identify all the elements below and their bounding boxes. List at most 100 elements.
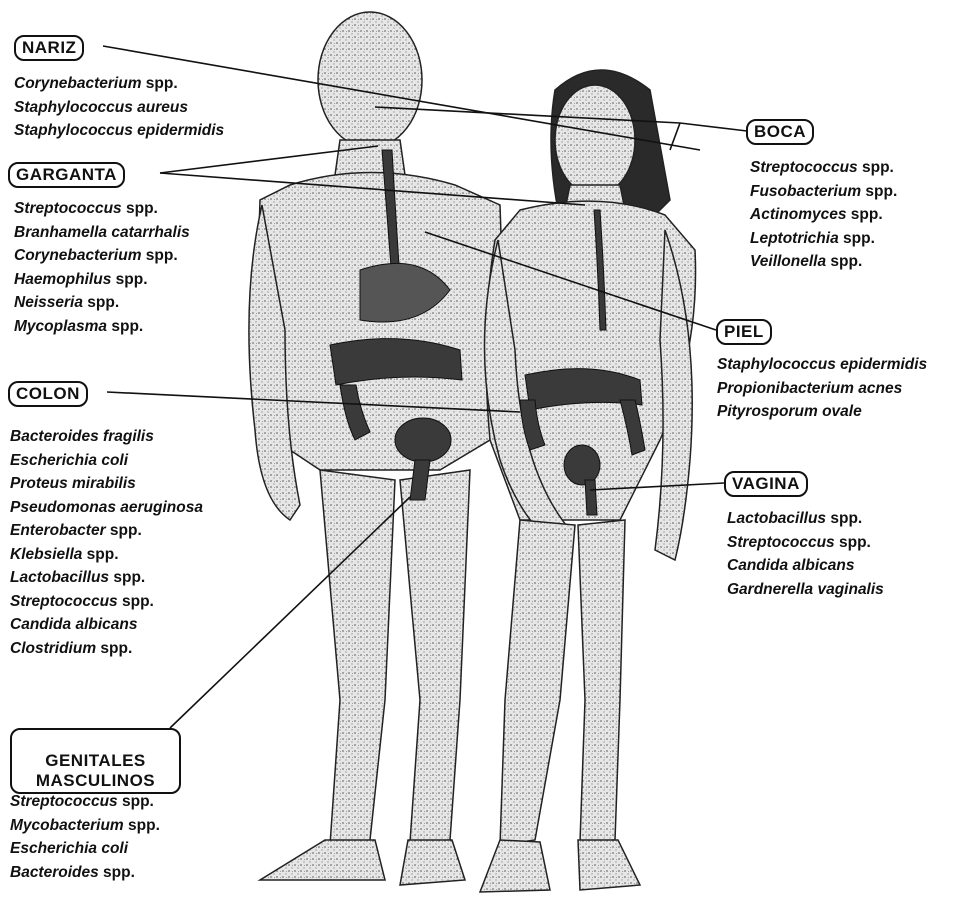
organism-name: Pseudomonas aeruginosa — [10, 499, 203, 516]
organism-item: Enterobacter spp. — [10, 519, 203, 543]
organism-name: Gardnerella vaginalis — [727, 581, 884, 598]
organism-name: Corynebacterium — [14, 247, 141, 264]
organism-item: Leptotrichia spp. — [750, 227, 897, 251]
organism-item: Haemophilus spp. — [14, 268, 190, 292]
organism-name: Streptococcus — [14, 200, 122, 217]
label-vagina: VAGINA — [724, 471, 808, 497]
label-nariz: NARIZ — [14, 35, 84, 61]
organism-item: Clostridium spp. — [10, 637, 203, 661]
label-colon: COLON — [8, 381, 88, 407]
organism-suffix: spp. — [861, 183, 897, 200]
organism-suffix: spp. — [83, 294, 119, 311]
organism-suffix: spp. — [835, 534, 871, 551]
line-boca-1 — [680, 123, 747, 131]
line-garganta-2 — [160, 173, 585, 205]
organism-item: Pityrosporum ovale — [717, 400, 927, 424]
organism-suffix: spp. — [122, 200, 158, 217]
organism-name: Streptococcus — [750, 159, 858, 176]
organism-item: Neisseria spp. — [14, 291, 190, 315]
organism-name: Bacteroides — [10, 864, 99, 881]
organism-item: Mycoplasma spp. — [14, 315, 190, 339]
organism-suffix: spp. — [858, 159, 894, 176]
organism-suffix: spp. — [118, 793, 154, 810]
organism-item: Staphylococcus aureus — [14, 96, 224, 120]
organism-item: Streptococcus spp. — [14, 197, 190, 221]
organism-item: Bacteroides fragilis — [10, 425, 203, 449]
organism-name: Pityrosporum ovale — [717, 403, 862, 420]
organism-name: Mycoplasma — [14, 318, 107, 335]
organism-item: Candida albicans — [10, 613, 203, 637]
organism-name: Mycobacterium — [10, 817, 124, 834]
organism-item: Candida albicans — [727, 554, 884, 578]
organism-item: Streptococcus spp. — [727, 531, 884, 555]
organism-item: Mycobacterium spp. — [10, 814, 160, 838]
organism-name: Veillonella — [750, 253, 826, 270]
organism-name: Streptococcus — [727, 534, 835, 551]
organism-item: Propionibacterium acnes — [717, 377, 927, 401]
organism-list-nariz: Corynebacterium spp.Staphylococcus aureu… — [14, 72, 224, 143]
organism-name: Candida albicans — [727, 557, 854, 574]
organism-name: Escherichia coli — [10, 452, 128, 469]
organism-name: Proteus mirabilis — [10, 475, 136, 492]
line-genitales — [170, 497, 410, 728]
organism-item: Fusobacterium spp. — [750, 180, 897, 204]
organism-suffix: spp. — [141, 247, 177, 264]
organism-suffix: spp. — [99, 864, 135, 881]
organism-name: Staphylococcus epidermidis — [14, 122, 224, 139]
organism-name: Lactobacillus — [10, 569, 109, 586]
label-piel: PIEL — [716, 319, 772, 345]
label-piel-text: PIEL — [724, 322, 764, 341]
organism-suffix: spp. — [839, 230, 875, 247]
organism-name: Fusobacterium — [750, 183, 861, 200]
organism-name: Klebsiella — [10, 546, 82, 563]
line-garganta-1 — [160, 146, 378, 173]
organism-name: Clostridium — [10, 640, 96, 657]
label-garganta-text: GARGANTA — [16, 165, 117, 184]
organism-item: Branhamella catarrhalis — [14, 221, 190, 245]
organism-item: Corynebacterium spp. — [14, 244, 190, 268]
organism-suffix: spp. — [826, 510, 862, 527]
organism-name: Escherichia coli — [10, 840, 128, 857]
organism-name: Neisseria — [14, 294, 83, 311]
organism-list-garganta: Streptococcus spp. Branhamella catarrhali… — [14, 197, 190, 338]
organism-suffix: spp. — [106, 522, 142, 539]
organism-suffix: spp. — [124, 817, 160, 834]
organism-item: Veillonella spp. — [750, 250, 897, 274]
organism-name: Streptococcus — [10, 593, 118, 610]
organism-list-boca: Streptococcus spp.Fusobacterium spp.Acti… — [750, 156, 897, 274]
label-nariz-text: NARIZ — [22, 38, 76, 57]
organism-suffix: spp. — [826, 253, 862, 270]
organism-list-colon: Bacteroides fragilisEscherichia coliProt… — [10, 425, 203, 660]
organism-list-vagina: Lactobacillus spp.Streptococcus spp.Cand… — [727, 507, 884, 601]
organism-item: Actinomyces spp. — [750, 203, 897, 227]
organism-name: Staphylococcus epidermidis — [717, 356, 927, 373]
organism-name: Candida albicans — [10, 616, 137, 633]
organism-name: Branhamella catarrhalis — [14, 224, 190, 241]
organism-item: Streptococcus spp. — [10, 790, 160, 814]
organism-suffix: spp. — [107, 318, 143, 335]
organism-name: Actinomyces — [750, 206, 846, 223]
label-garganta: GARGANTA — [8, 162, 125, 188]
label-colon-text: COLON — [16, 384, 80, 403]
organism-name: Propionibacterium acnes — [717, 380, 902, 397]
organism-name: Bacteroides fragilis — [10, 428, 154, 445]
organism-suffix: spp. — [846, 206, 882, 223]
organism-item: Staphylococcus epidermidis — [14, 119, 224, 143]
organism-list-genitales: Streptococcus spp.Mycobacterium spp.Esch… — [10, 790, 160, 884]
organism-name: Streptococcus — [10, 793, 118, 810]
line-piel — [425, 232, 716, 330]
label-genitales-text: GENITALES MASCULINOS — [36, 751, 155, 790]
organism-suffix: spp. — [82, 546, 118, 563]
organism-item: Klebsiella spp. — [10, 543, 203, 567]
organism-item: Bacteroides spp. — [10, 861, 160, 885]
organism-item: Streptococcus spp. — [750, 156, 897, 180]
organism-item: Lactobacillus spp. — [10, 566, 203, 590]
organism-name: Haemophilus — [14, 271, 111, 288]
organism-name: Corynebacterium — [14, 75, 141, 92]
organism-item: Streptococcus spp. — [10, 590, 203, 614]
organism-item: Lactobacillus spp. — [727, 507, 884, 531]
organism-item: Escherichia coli — [10, 449, 203, 473]
organism-item: Escherichia coli — [10, 837, 160, 861]
